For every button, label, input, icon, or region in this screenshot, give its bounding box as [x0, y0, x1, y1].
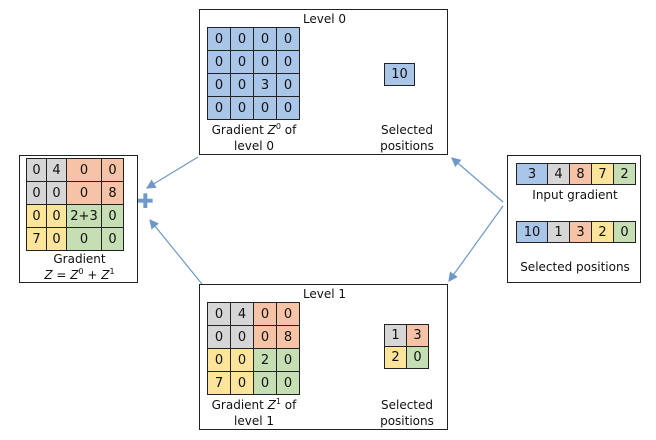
grid-cell: 0: [101, 227, 124, 251]
grid-cell: 2: [253, 348, 277, 372]
grid-cell: 0: [230, 73, 254, 97]
grid-cell: 0: [230, 96, 254, 120]
grid-cell: 3: [569, 221, 592, 243]
grid-cell: 4: [547, 163, 570, 185]
grid-cell: 10: [384, 63, 415, 86]
grid-cell: 8: [569, 163, 592, 185]
grid-cell: 8: [276, 325, 300, 349]
grid-cell: 0: [253, 371, 277, 395]
grid-cell: 0: [26, 204, 47, 228]
grid-cell: 0: [230, 50, 254, 74]
level-0-selected-label: Selected positions: [380, 123, 434, 153]
grid-cell: 2: [384, 346, 407, 369]
grid-cell: 0: [276, 50, 300, 74]
grid-cell: 4: [46, 158, 67, 182]
arrow-input-to-level1: [448, 205, 504, 282]
level-0-selected-grid: 10: [384, 63, 415, 86]
grid-cell: 0: [613, 221, 636, 243]
grid-cell: 0: [276, 73, 300, 97]
level-0-title: Level 0: [302, 12, 347, 26]
grid-cell: 0: [26, 181, 47, 205]
grid-cell: 7: [26, 227, 47, 251]
input-box: 3 4 8 7 2 Input gradient 10 1 3 2 0 Sele…: [507, 155, 641, 283]
grid-cell: 0: [253, 27, 277, 51]
input-positions-label: Selected positions: [520, 260, 630, 274]
grid-cell: 2+3: [66, 204, 102, 228]
grid-cell: 0: [253, 302, 277, 326]
grid-cell: 0: [230, 27, 254, 51]
arrow-input-to-level0: [451, 157, 504, 203]
grid-cell: 0: [276, 348, 300, 372]
grid-cell: 1: [384, 324, 407, 347]
grid-cell: 0: [276, 302, 300, 326]
grid-cell: 0: [207, 73, 231, 97]
grid-cell: 3: [253, 73, 277, 97]
arrow-level0-to-result: [145, 156, 199, 189]
grid-cell: 3: [406, 324, 429, 347]
grid-cell: 0: [253, 50, 277, 74]
grid-cell: 0: [26, 158, 47, 182]
grid-cell: 0: [66, 158, 102, 182]
input-gradient-label: Input gradient: [532, 188, 618, 202]
grid-cell: 4: [230, 302, 254, 326]
grid-cell: 0: [66, 227, 102, 251]
grid-cell: 0: [406, 346, 429, 369]
grid-cell: 0: [230, 371, 254, 395]
level-1-gradient-label: Gradient Z1 of level 1: [211, 397, 297, 429]
grid-cell: 0: [46, 181, 67, 205]
grid-cell: 0: [207, 348, 231, 372]
grid-cell: 0: [276, 96, 300, 120]
grid-cell: 0: [207, 27, 231, 51]
grid-cell: 1: [547, 221, 570, 243]
level-0-gradient-label: Gradient Z0 of level 0: [211, 122, 297, 154]
grid-cell: 2: [613, 163, 636, 185]
grid-cell: 7: [591, 163, 614, 185]
grid-cell: 0: [230, 325, 254, 349]
grid-cell: 7: [207, 371, 231, 395]
input-gradient-row: 3 4 8 7 2: [516, 163, 636, 185]
grid-cell: 2: [591, 221, 614, 243]
grid-cell: 0: [207, 96, 231, 120]
grid-cell: 0: [230, 348, 254, 372]
grid-cell: 3: [516, 163, 548, 185]
grid-cell: 0: [253, 96, 277, 120]
grid-cell: 10: [516, 221, 548, 243]
grid-cell: 0: [101, 158, 124, 182]
grid-cell: 0: [101, 204, 124, 228]
grid-cell: 8: [101, 181, 124, 205]
arrow-level1-to-result: [149, 219, 203, 285]
grid-cell: 0: [207, 50, 231, 74]
grid-cell: 0: [276, 371, 300, 395]
plus-icon: ✚: [137, 189, 154, 213]
level-1-selected-label: Selected positions: [380, 398, 434, 428]
grid-cell: 0: [276, 27, 300, 51]
level-1-title: Level 1: [302, 287, 347, 301]
grid-cell: 0: [207, 325, 231, 349]
result-label: Gradient Z = Z0 + Z1: [44, 252, 115, 282]
grid-cell: 0: [46, 227, 67, 251]
grid-cell: 0: [207, 302, 231, 326]
input-positions-row: 10 1 3 2 0: [516, 221, 636, 243]
grid-cell: 0: [253, 325, 277, 349]
grid-cell: 0: [66, 181, 102, 205]
grid-cell: 0: [46, 204, 67, 228]
